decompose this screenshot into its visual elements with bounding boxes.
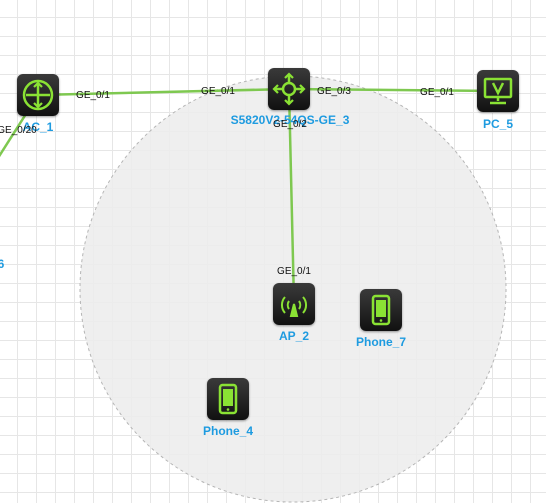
phone-icon — [371, 294, 391, 326]
ac-router-icon — [22, 79, 54, 111]
port-label-switch-ap: GE_0/2 — [273, 119, 307, 130]
link-switch-ap[interactable] — [287, 88, 296, 304]
device-label-ap[interactable]: AP_2 — [278, 329, 310, 343]
access-point-icon — [281, 296, 307, 317]
pc-device[interactable] — [477, 70, 519, 112]
device-label-ac[interactable]: AC_1 — [22, 120, 54, 134]
device-label-phone4[interactable]: Phone_4 — [202, 424, 254, 438]
link-switch-pc[interactable] — [288, 87, 499, 93]
port-label-switch-pc: GE_0/3 — [317, 86, 351, 97]
ac-router-device[interactable] — [17, 74, 59, 116]
device-label-phone7[interactable]: Phone_7 — [355, 335, 407, 349]
phone-icon — [218, 383, 238, 415]
phone-device-7[interactable] — [360, 289, 402, 331]
port-label-ac-offscreen: GE_0/20 — [0, 125, 37, 136]
port-label-switch-ac: GE_0/1 — [201, 86, 235, 97]
phone-device-4[interactable] — [207, 378, 249, 420]
link-ac-switch[interactable] — [37, 87, 290, 97]
device-label-switch[interactable]: S5820V2-54QS-GE_3 — [230, 113, 350, 127]
switch-icon — [272, 72, 306, 106]
port-label-ap-switch: GE_0/1 — [277, 266, 311, 277]
switch-device[interactable] — [268, 68, 310, 110]
device-label-offscreen[interactable]: 6 — [0, 257, 5, 271]
pc-monitor-icon — [483, 77, 513, 105]
port-label-pc-switch: GE_0/1 — [420, 87, 454, 98]
access-point-device[interactable] — [273, 283, 315, 325]
device-label-pc[interactable]: PC_5 — [482, 117, 514, 131]
port-label-ac-switch: GE_0/1 — [76, 90, 110, 101]
